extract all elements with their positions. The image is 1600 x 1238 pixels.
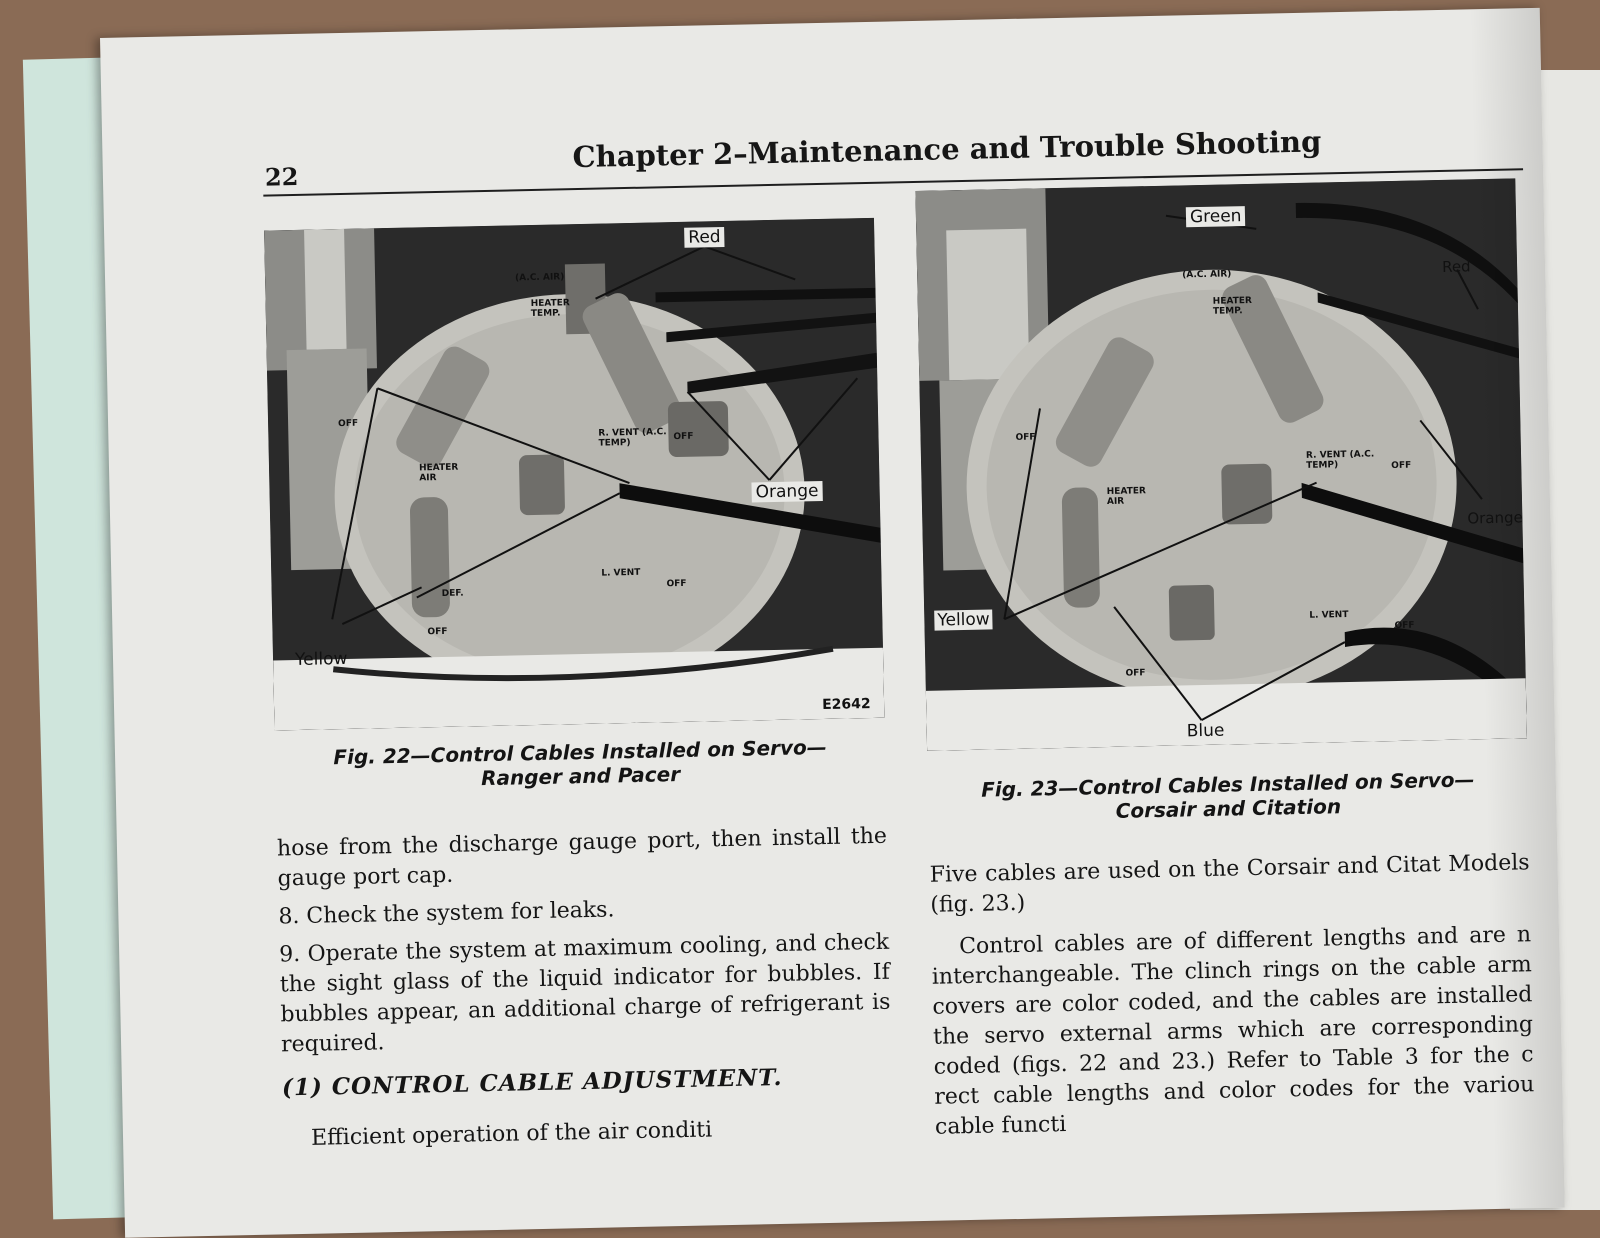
label-off-2: OFF <box>673 431 694 443</box>
paragraph-hose: hose from the discharge gauge port, then… <box>276 823 888 892</box>
leader-yellow-2 <box>1003 481 1317 621</box>
label-heater-temp: HEATER TEMP. <box>530 298 570 320</box>
callout-red: Red <box>684 226 725 248</box>
label-l-vent: L. VENT <box>601 567 641 579</box>
leader-yellow-2 <box>341 586 422 625</box>
figure-23-photo: Green Red Orange Yellow Blue (A.C. AIR) … <box>915 178 1527 751</box>
label-heater-air: HEATER AIR <box>1106 486 1146 508</box>
leader-blue-2 <box>1201 641 1346 721</box>
chapter-title: Chapter 2–Maintenance and Trouble Shooti… <box>572 124 1322 175</box>
callout-red: Red <box>1441 257 1471 276</box>
step-8: 8. Check the system for leaks. <box>278 897 615 930</box>
label-off-3: OFF <box>666 578 687 590</box>
leader-red <box>1456 269 1479 310</box>
servo-photo-22 <box>264 217 885 731</box>
section-heading: (1) CONTROL CABLE ADJUSTMENT. <box>281 1063 783 1102</box>
label-off-4: OFF <box>427 626 448 638</box>
leader-red-1 <box>595 245 705 300</box>
callout-yellow: Yellow <box>294 648 348 671</box>
label-heater-temp: HEATER TEMP. <box>1212 295 1253 317</box>
paragraph-control-cables: Control cables are of different lengths … <box>931 922 1535 1140</box>
label-ac-air: (A.C. AIR) <box>1182 269 1232 281</box>
label-heater-air: HEATER AIR <box>418 462 459 484</box>
label-off-2: OFF <box>1391 460 1412 472</box>
leader-red-2 <box>704 245 796 281</box>
figure-22-caption: Fig. 22—Control Cables Installed on Serv… <box>275 734 886 795</box>
cable <box>619 483 881 543</box>
callout-green: Green <box>1185 206 1246 228</box>
label-r-vent: R. VENT (A.C. TEMP) <box>1305 449 1375 471</box>
leader-yellow-1 <box>1003 408 1041 620</box>
left-column: hose from the discharge gauge port, then… <box>277 822 892 1069</box>
callout-blue: Blue <box>1186 720 1225 742</box>
label-off-3: OFF <box>1394 620 1415 632</box>
left-column-continued: Efficient operation of the air conditi <box>283 1112 894 1163</box>
paragraph-efficient: Efficient operation of the air conditi <box>310 1117 713 1151</box>
leader-blue-1 <box>1113 606 1203 721</box>
page-number: 22 <box>264 161 299 192</box>
manual-page: 22 Chapter 2–Maintenance and Trouble Sho… <box>100 7 1565 1238</box>
callout-yellow: Yellow <box>934 609 993 631</box>
label-r-vent: R. VENT (A.C. TEMP) <box>598 427 667 449</box>
callout-orange: Orange <box>751 480 823 503</box>
leader-yellow-1 <box>331 388 379 620</box>
label-off-1: OFF <box>338 418 359 430</box>
figure-22-photo: Red Orange Yellow (A.C. AIR) HEATER TEMP… <box>264 217 885 731</box>
leader-orange-2 <box>768 377 859 481</box>
servo-photo-23 <box>915 178 1527 751</box>
label-off-4: OFF <box>1125 668 1146 679</box>
label-ac-air: (A.C. AIR) <box>515 272 565 284</box>
leader-orange-1 <box>686 391 771 481</box>
leader-orange <box>1419 419 1483 500</box>
figure-23-caption: Fig. 23—Control Cables Installed on Serv… <box>928 766 1529 827</box>
paragraph-five-cables: Five cables are used on the Corsair and … <box>929 850 1530 918</box>
label-off-1: OFF <box>1015 432 1036 443</box>
figure-code: E2642 <box>821 696 871 714</box>
step-9: 9. Operate the system at maximum cooling… <box>278 929 891 1058</box>
label-l-vent: L. VENT <box>1309 609 1349 621</box>
right-column: Five cables are used on the Corsair and … <box>929 848 1535 1151</box>
label-def: DEF. <box>441 588 464 599</box>
